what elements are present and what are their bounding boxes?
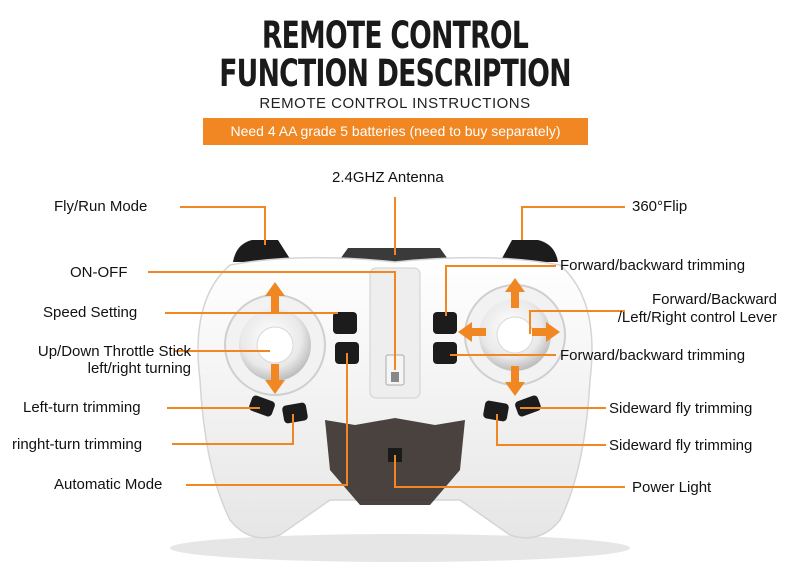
right-stick-down-arrow-icon: [505, 366, 525, 396]
label-sideward-fly-trimming-2: Sideward fly trimming: [609, 437, 753, 454]
title-line-1: REMOTE CONTROL: [261, 14, 529, 57]
leader-sideward-trim-2: [496, 414, 606, 446]
flip-shoulder-button[interactable]: [500, 240, 558, 262]
label-fly-run-mode: Fly/Run Mode: [54, 198, 148, 215]
leader-right-turn-trim: [172, 414, 294, 445]
label-forward-backward-trimming-bottom: Forward/backward trimming: [560, 347, 746, 364]
right-stick-left-arrow-icon: [458, 322, 486, 342]
label-right-turn-trimming: ringht-turn trimming: [12, 436, 143, 453]
direction-stick-cap[interactable]: [496, 316, 534, 354]
leader-lines: [148, 197, 625, 488]
battery-notice-banner: Need 4 AA grade 5 batteries (need to buy…: [203, 118, 588, 145]
label-power-light: Power Light: [632, 479, 712, 496]
label-throttle-line-2: left/right turning: [87, 360, 191, 377]
label-antenna: 2.4GHZ Antenna: [332, 169, 444, 186]
leader-on-off: [148, 271, 396, 370]
label-throttle-line-1: Up/Down Throttle Stick: [37, 343, 191, 360]
label-speed-setting: Speed Setting: [43, 304, 138, 321]
left-stick-up-arrow-icon: [265, 282, 285, 312]
leader-automatic-mode: [186, 353, 348, 486]
subtitle: REMOTE CONTROL INSTRUCTIONS: [259, 95, 531, 112]
leader-flip: [521, 206, 625, 240]
forward-trim-button-top[interactable]: [433, 312, 457, 334]
label-on-off: ON-OFF: [70, 264, 128, 281]
title-line-2: FUNCTION DESCRIPTION: [219, 52, 571, 95]
left-turn-trim-button[interactable]: [248, 394, 276, 417]
label-automatic-mode: Automatic Mode: [54, 476, 163, 493]
speed-setting-button[interactable]: [333, 312, 357, 334]
label-flip: 360°Flip: [632, 198, 688, 215]
leader-forward-trim-top: [445, 265, 556, 316]
on-off-switch-knob[interactable]: [391, 372, 399, 382]
label-left-turn-trimming: Left-turn trimming: [23, 399, 141, 416]
stick-direction-arrows: [265, 278, 560, 396]
label-forward-backward-trimming-top: Forward/backward trimming: [560, 257, 746, 274]
label-direction-lever-line-1: Forward/Backward: [651, 291, 777, 308]
sideward-trim-button-1[interactable]: [483, 400, 510, 422]
floor-shadow: [170, 534, 630, 562]
label-sideward-fly-trimming-1: Sideward fly trimming: [609, 400, 753, 417]
label-direction-lever-line-2: /Left/Right control Lever: [617, 309, 777, 326]
right-stick-right-arrow-icon: [532, 322, 560, 342]
leader-power-light: [394, 455, 625, 488]
sideward-trim-button-2[interactable]: [514, 394, 542, 417]
leader-direction-lever: [529, 310, 625, 334]
right-stick-up-arrow-icon: [505, 278, 525, 308]
throttle-stick-cap[interactable]: [256, 326, 294, 364]
leader-fly-run-mode: [180, 206, 266, 245]
fly-run-mode-shoulder-button[interactable]: [233, 240, 292, 262]
left-stick-down-arrow-icon: [265, 364, 285, 394]
forward-trim-button-bottom[interactable]: [433, 342, 457, 364]
right-turn-trim-button[interactable]: [282, 402, 309, 424]
